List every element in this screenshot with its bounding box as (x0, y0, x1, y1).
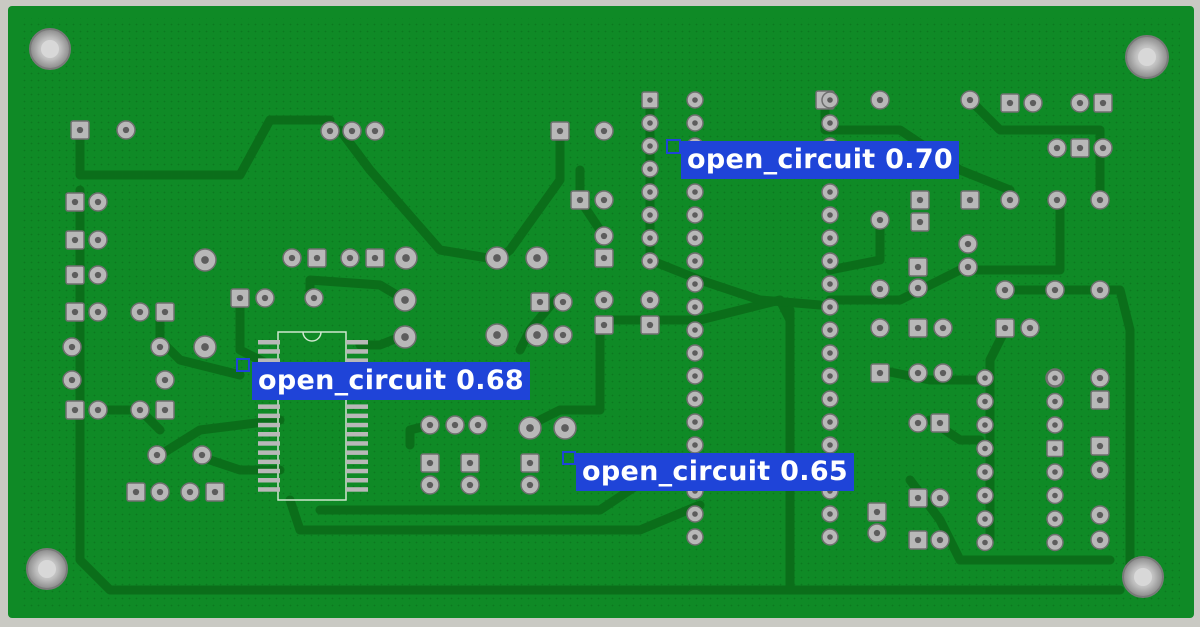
solder-pads (62, 90, 1113, 552)
detection-box (562, 451, 576, 465)
detection-box (236, 358, 250, 372)
detection-label: open_circuit 0.65 (576, 453, 854, 491)
copper-traces (75, 95, 1135, 595)
detection-box (666, 139, 681, 154)
detection-label: open_circuit 0.68 (252, 362, 530, 400)
mounting-holes (26, 28, 1169, 598)
detection-label: open_circuit 0.70 (681, 141, 959, 179)
